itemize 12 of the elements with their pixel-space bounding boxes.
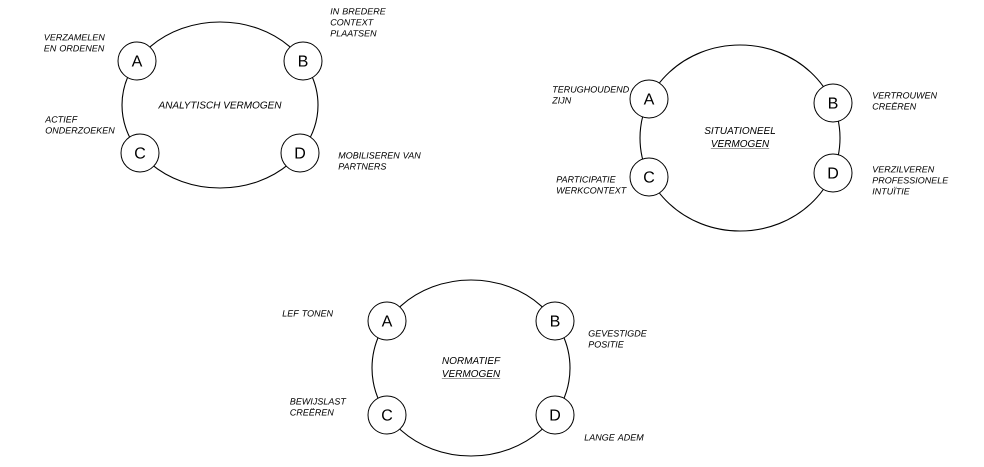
step-label: ACTIEF ONDERZOEKEN xyxy=(44,116,115,134)
step-label: LEF TONEN xyxy=(282,310,334,317)
step-label: VERZILVEREN PROFESSIONELE INTUÏTIE xyxy=(872,166,948,194)
step-label: TERUGHOUDEND ZIJN xyxy=(552,86,629,104)
step-label: LANGE ADEM xyxy=(584,434,644,441)
step-label: VERZAMELEN EN ORDENEN xyxy=(44,34,105,52)
step-label: MOBILISEREN VAN PARTNERS xyxy=(338,152,421,170)
step-label: GEVESTIGDE POSITIE xyxy=(588,330,647,348)
step-label: VERTROUWEN CREËREN xyxy=(872,92,938,110)
step-label: BEWIJSLAST CREËREN xyxy=(290,398,346,416)
step-label: PARTICIPATIE WERKCONTEXT xyxy=(556,176,627,194)
step-label: IN BREDERE CONTEXT PLAATSEN xyxy=(330,8,386,36)
